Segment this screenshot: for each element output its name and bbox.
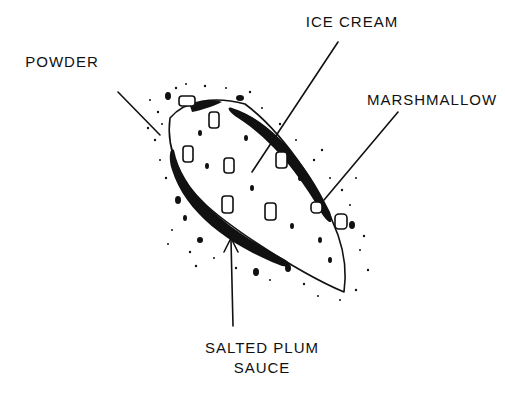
leader-line bbox=[252, 42, 338, 172]
marshmallows bbox=[179, 96, 347, 229]
part-label: MARSHMALLOW bbox=[367, 90, 497, 110]
part-label: SALTED PLUM SAUCE bbox=[197, 338, 327, 379]
leader-line bbox=[324, 112, 398, 200]
plate-outline bbox=[169, 100, 345, 292]
part-label: POWDER bbox=[25, 52, 99, 72]
powder bbox=[147, 83, 369, 301]
sauce bbox=[170, 100, 332, 267]
leader-arrow bbox=[231, 240, 233, 326]
part-label: ICE CREAM bbox=[306, 12, 398, 32]
leader-line bbox=[118, 92, 160, 135]
